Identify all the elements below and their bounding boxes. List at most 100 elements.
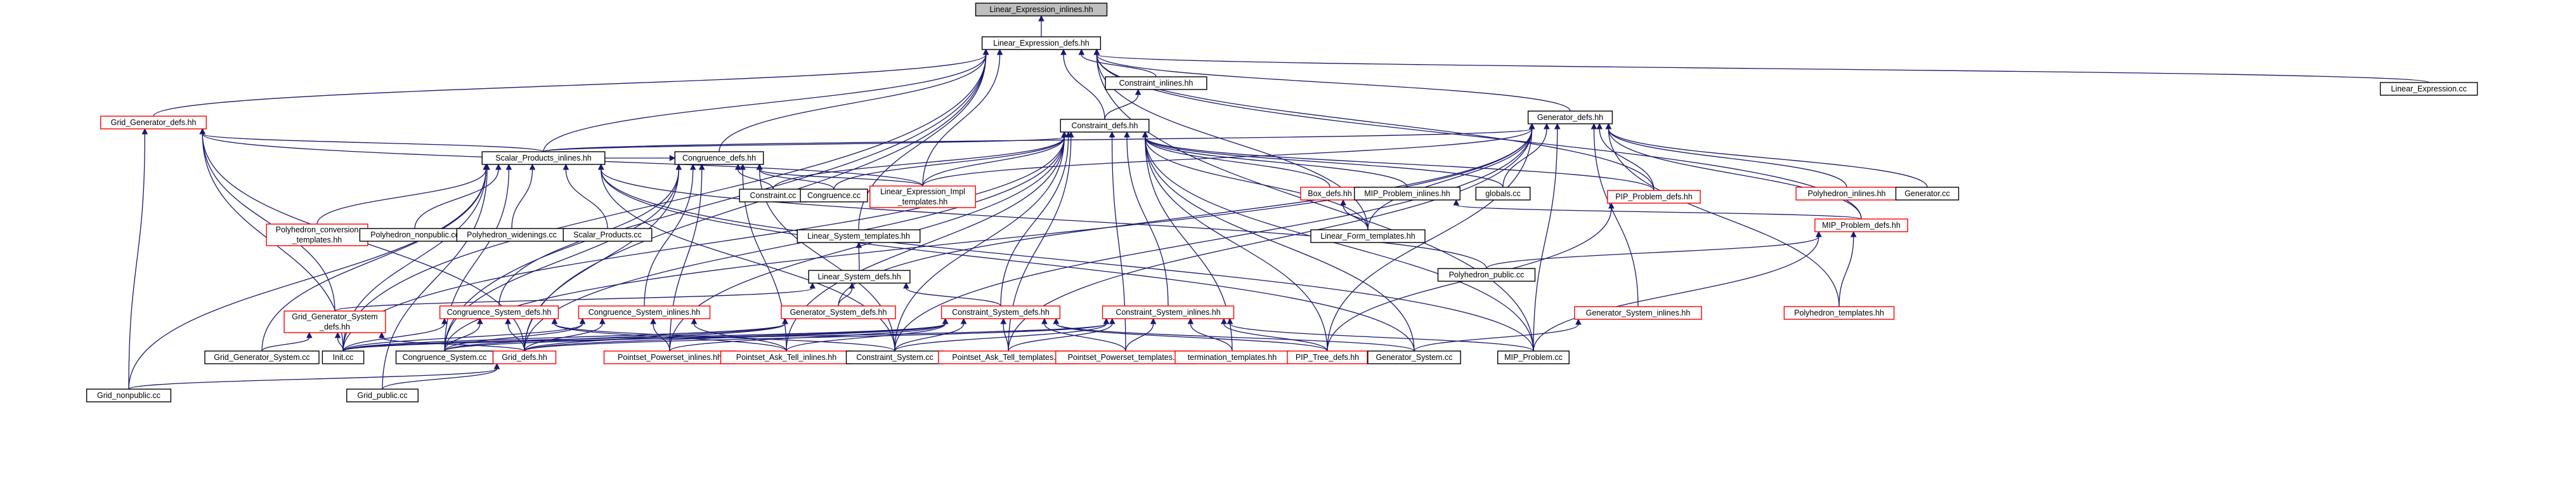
node-gsd[interactable]: Generator_System_defs.hh bbox=[781, 305, 896, 319]
edge-pht-to-gd bbox=[1605, 123, 1840, 307]
node-mipd[interactable]: MIP_Problem_defs.hh bbox=[1814, 218, 1908, 232]
edge-arrowhead bbox=[1575, 318, 1582, 325]
node-mipcc[interactable]: MIP_Problem.cc bbox=[1497, 350, 1570, 364]
node-mipi[interactable]: MIP_Problem_inlines.hh bbox=[1354, 187, 1460, 201]
node-spi[interactable]: Scalar_Products_inlines.hh bbox=[481, 151, 606, 165]
edge-line bbox=[1008, 323, 1113, 352]
edge-ptd-to-csi bbox=[1221, 317, 1328, 352]
node-gscc[interactable]: Generator_System.cc bbox=[1367, 350, 1461, 364]
edge-gridnp-to-gridd bbox=[128, 362, 500, 390]
node-box bbox=[1367, 350, 1461, 364]
node-cgscc[interactable]: Congruence_System.cc bbox=[395, 350, 494, 364]
edge-line bbox=[1145, 136, 1415, 352]
node-box bbox=[1527, 110, 1613, 124]
edge-leit-to-led bbox=[922, 48, 1003, 187]
node-lei[interactable]: Linear_Expression_inlines.hh bbox=[975, 3, 1108, 17]
node-box bbox=[800, 189, 868, 202]
node-termt[interactable]: termination_templates.hh bbox=[1174, 350, 1290, 364]
node-lft[interactable]: Linear_Form_templates.hh bbox=[1310, 229, 1426, 243]
edge-arrowhead bbox=[597, 163, 604, 170]
node-patt[interactable]: Pointset_Ask_Tell_templates.hh bbox=[938, 350, 1079, 364]
node-ppi[interactable]: Pointset_Powerset_inlines.hh bbox=[603, 350, 736, 364]
node-gencc[interactable]: Generator.cc bbox=[1895, 187, 1960, 201]
node-csd[interactable]: Constraint_System_defs.hh bbox=[940, 305, 1061, 319]
edge-line bbox=[342, 136, 1065, 352]
node-initcc[interactable]: Init.cc bbox=[322, 350, 365, 364]
node-cgsi[interactable]: Congruence_System_inlines.hh bbox=[578, 305, 711, 319]
node-label: Generator_System_defs.hh bbox=[790, 308, 887, 317]
node-box bbox=[481, 151, 606, 165]
node-phi[interactable]: Polyhedron_inlines.hh bbox=[1795, 187, 1898, 201]
node-pipd[interactable]: PIP_Problem_defs.hh bbox=[1607, 190, 1701, 204]
node-gridp[interactable]: Grid_public.cc bbox=[346, 388, 419, 402]
node-cgsd[interactable]: Congruence_System_defs.hh bbox=[439, 305, 559, 319]
node-label: Constraint.cc bbox=[750, 191, 797, 200]
node-label: Constraint_System_defs.hh bbox=[952, 308, 1050, 317]
node-gd[interactable]: Generator_defs.hh bbox=[1527, 110, 1613, 124]
node-ppt[interactable]: Pointset_Powerset_templates.hh bbox=[1055, 350, 1196, 364]
edge-line bbox=[261, 337, 310, 352]
node-lsd[interactable]: Linear_System_defs.hh bbox=[808, 270, 911, 284]
node-label: Scalar_Products.cc bbox=[573, 230, 642, 239]
edge-line bbox=[153, 54, 987, 117]
node-php[interactable]: Polyhedron_public.cc bbox=[1437, 268, 1536, 282]
edge-arrowhead bbox=[1038, 15, 1044, 22]
node-spcc[interactable]: Scalar_Products.cc bbox=[563, 228, 653, 242]
node-gsi[interactable]: Generator_System_inlines.hh bbox=[1574, 306, 1702, 320]
edge-line bbox=[906, 288, 1001, 307]
node-ggscc[interactable]: Grid_Generator_System.cc bbox=[204, 350, 320, 364]
edge-cscc-to-cd bbox=[894, 131, 1068, 352]
edge-arrowhead bbox=[1124, 131, 1130, 138]
edge-csi-to-cd bbox=[1124, 131, 1169, 307]
node-csi[interactable]: Constraint_System_inlines.hh bbox=[1102, 305, 1235, 319]
node-gridd[interactable]: Grid_defs.hh bbox=[492, 350, 557, 364]
node-box bbox=[797, 229, 921, 243]
node-label: Polyhedron_templates.hh bbox=[1794, 309, 1884, 317]
edge-ppt-to-csd bbox=[1041, 317, 1126, 352]
edge-line bbox=[1126, 136, 1169, 307]
edge-line bbox=[1608, 128, 1928, 188]
node-gridnp[interactable]: Grid_nonpublic.cc bbox=[86, 388, 172, 402]
node-boxd[interactable]: Box_defs.hh bbox=[1300, 187, 1360, 201]
node-ggd[interactable]: Grid_Generator_defs.hh bbox=[100, 116, 207, 129]
node-ptd[interactable]: PIP_Tree_defs.hh bbox=[1287, 350, 1368, 364]
edge-line bbox=[1008, 128, 1533, 352]
node-phw[interactable]: Polyhedron_widenings.cc bbox=[456, 228, 568, 242]
node-lst[interactable]: Linear_System_templates.hh bbox=[797, 229, 921, 243]
edge-patt-to-gd bbox=[1008, 123, 1535, 352]
edge-line bbox=[1096, 54, 1534, 352]
node-cgcc[interactable]: Congruence.cc bbox=[800, 189, 868, 202]
edge-glob-to-gd bbox=[1502, 123, 1550, 188]
node-ci[interactable]: Constraint_inlines.hh bbox=[1105, 76, 1207, 90]
node-ggsd[interactable]: Grid_Generator_System_defs.hh bbox=[283, 310, 386, 333]
edge-cscc-to-csi bbox=[894, 317, 1110, 352]
edge-arrowhead bbox=[441, 317, 448, 324]
edge-cd-to-ci bbox=[1104, 88, 1142, 120]
edge-pati-to-cgsd bbox=[551, 317, 787, 352]
node-led[interactable]: Linear_Expression_defs.hh bbox=[981, 36, 1102, 50]
node-pct[interactable]: Polyhedron_conversion_templates.hh bbox=[266, 223, 368, 246]
edge-line bbox=[511, 169, 533, 229]
edge-line bbox=[1327, 128, 1533, 352]
edge-line bbox=[1367, 128, 1533, 230]
edge-arrowhead bbox=[505, 317, 511, 324]
node-pht[interactable]: Polyhedron_templates.hh bbox=[1783, 306, 1895, 320]
node-box bbox=[2379, 82, 2478, 96]
edge-line bbox=[444, 54, 987, 352]
node-label: Pointset_Powerset_templates.hh bbox=[1068, 353, 1184, 362]
node-box bbox=[1437, 268, 1536, 282]
node-phnp[interactable]: Polyhedron_nonpublic.cc bbox=[359, 228, 471, 242]
node-cd[interactable]: Constraint_defs.hh bbox=[1060, 119, 1150, 133]
node-box bbox=[940, 305, 1061, 319]
node-cscc[interactable]: Constraint_System.cc bbox=[845, 350, 944, 364]
node-pati[interactable]: Pointset_Ask_Tell_inlines.hh bbox=[720, 350, 853, 364]
node-glob[interactable]: globals.cc bbox=[1475, 187, 1531, 201]
edge-arrowhead bbox=[306, 331, 313, 338]
edge-arrowhead bbox=[734, 163, 741, 170]
node-leit[interactable]: Linear_Expression_Impl_templates.hh bbox=[869, 185, 976, 208]
edge-arrowhead bbox=[809, 282, 816, 289]
edge-cscc-to-csd bbox=[894, 317, 967, 352]
node-lecc[interactable]: Linear_Expression.cc bbox=[2379, 82, 2478, 96]
node-cgd[interactable]: Congruence_defs.hh bbox=[674, 151, 764, 165]
node-ccc[interactable]: Constraint.cc bbox=[739, 189, 807, 202]
